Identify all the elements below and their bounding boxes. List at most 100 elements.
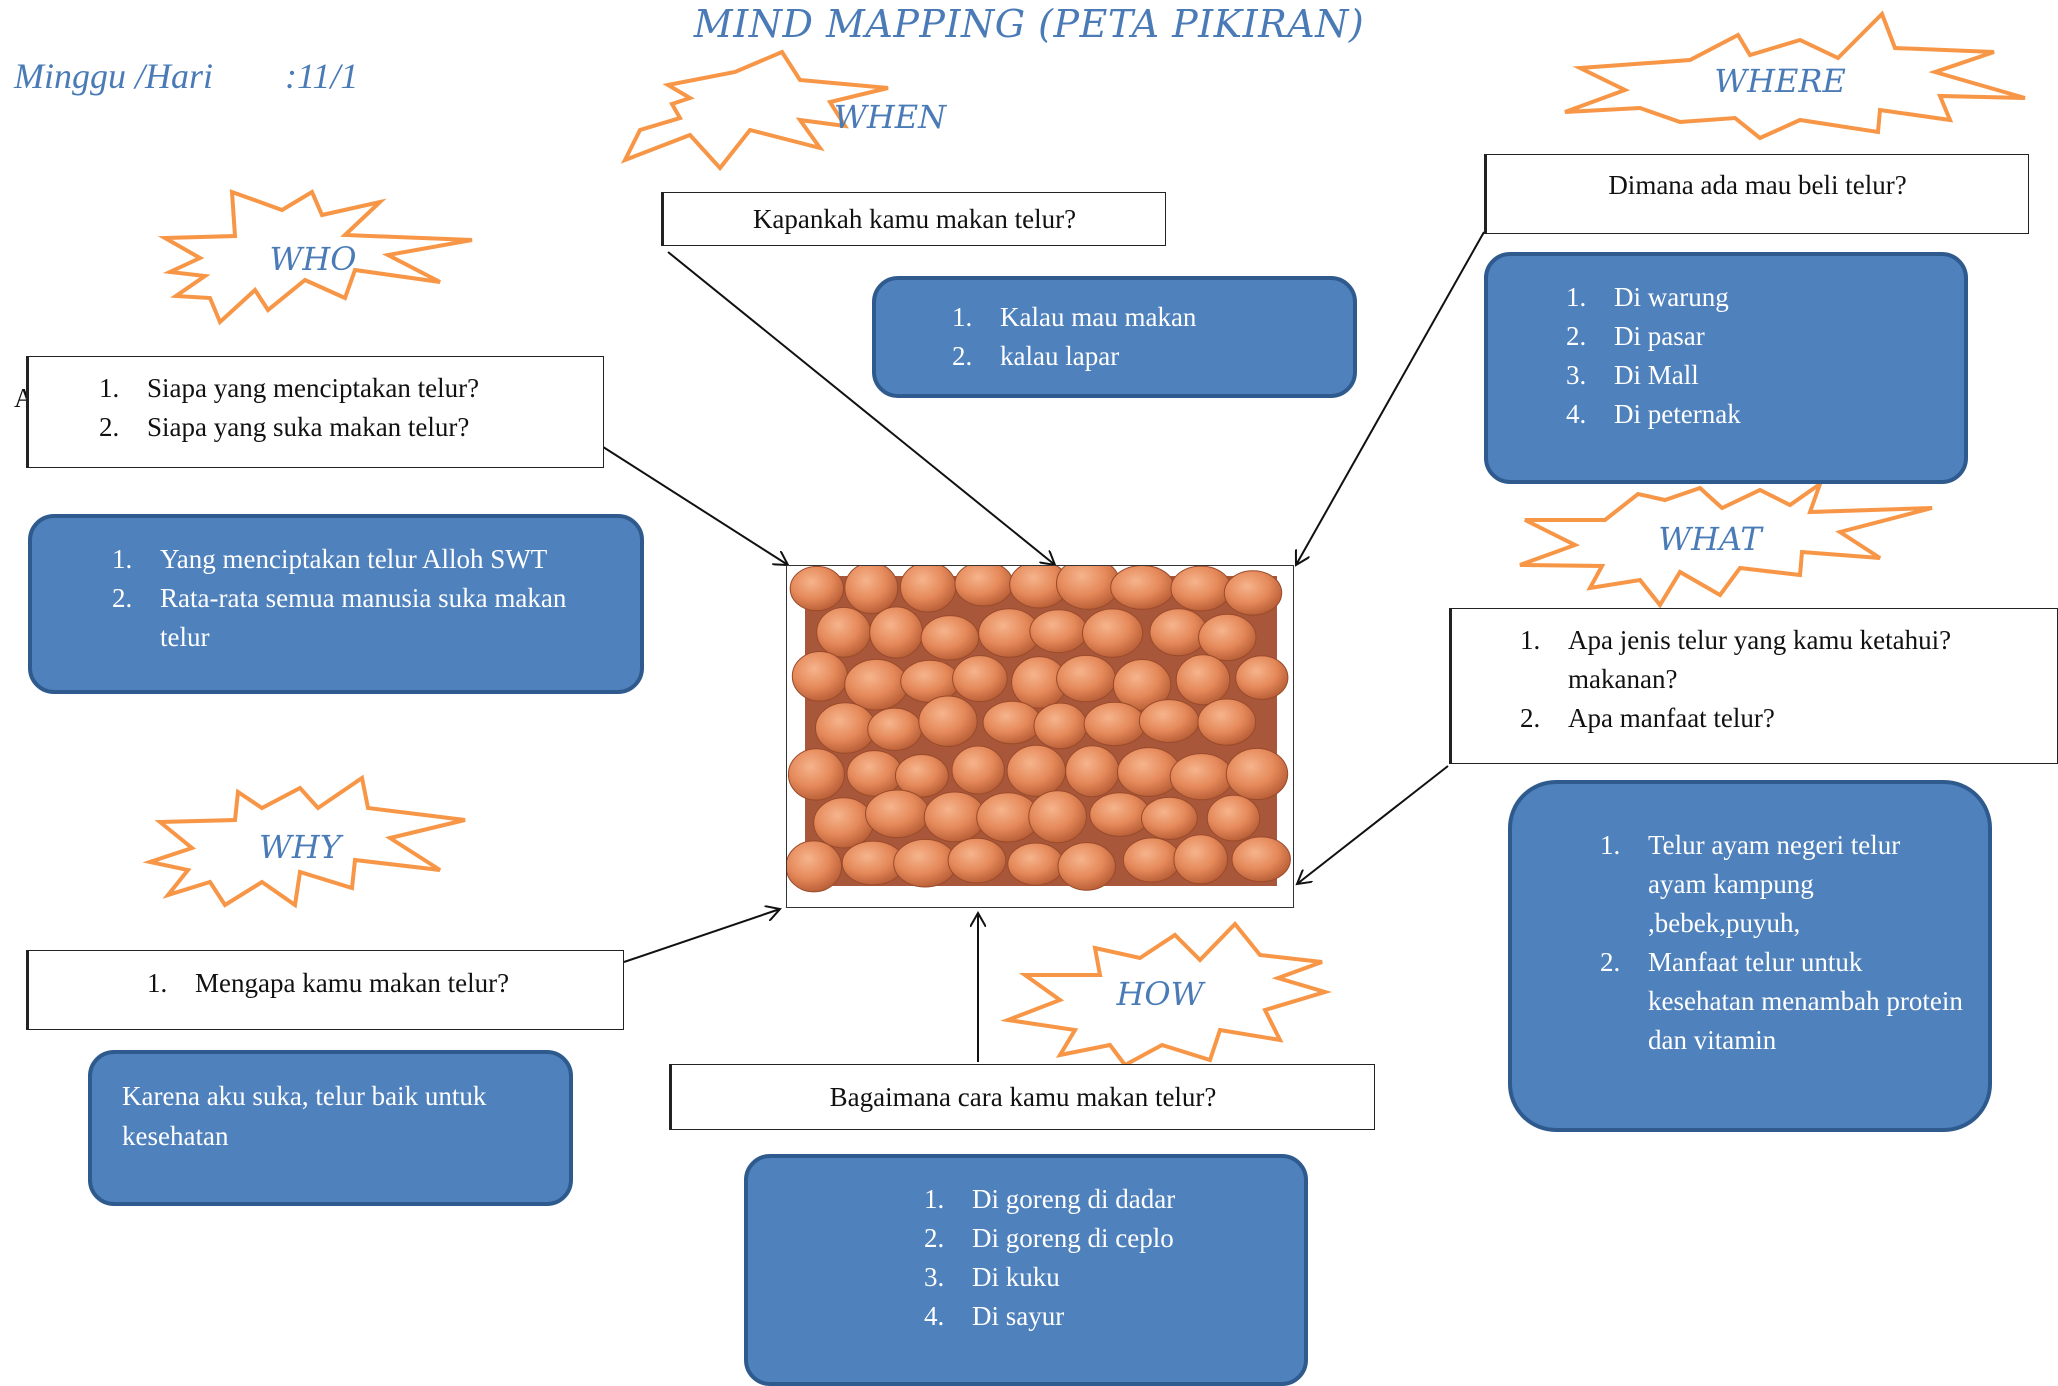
who-question-box: 1.Siapa yang menciptakan telur? 2.Siapa … [26,356,604,468]
what-question-box: 1.Apa jenis telur yang kamu ketahui? mak… [1449,608,2058,764]
why-label: WHY [259,828,341,866]
list-item: 1.Apa jenis telur yang kamu ketahui? mak… [1520,625,1952,694]
egg [1170,565,1232,612]
egg [923,791,986,843]
list-item: 1.Yang menciptakan telur Alloh SWT [112,544,548,574]
egg [1175,654,1231,706]
list-item: 4.Di peternak [1566,399,1741,429]
arrow-what [1297,765,1449,884]
how-answer-box: 1.Di goreng di dadar 2.Di goreng di cepl… [744,1154,1308,1386]
egg [785,840,843,893]
egg [867,707,923,752]
eggs-photo [785,557,1291,893]
burst-why [142,774,466,909]
egg [954,561,1014,607]
who-label: WHO [269,240,357,278]
arrow-who [599,444,788,565]
list-item: 1.Mengapa kamu makan telur? [147,968,510,998]
burst-what [1519,478,1933,609]
egg [1173,834,1229,885]
egg [816,606,871,658]
list-item: 1.Telur ayam negeri telur ayam kampung ,… [1600,830,1901,938]
how-question-box: Bagaimana cara kamu makan telur? [669,1064,1375,1130]
why-answer: Karena aku suka, telur baik untuk keseha… [122,1081,487,1151]
egg [815,702,876,754]
how-label: HOW [1116,975,1204,1013]
egg [1149,608,1208,657]
list-item: 2.Di goreng di ceplo [924,1223,1174,1253]
egg [920,615,980,661]
egg [1028,790,1087,844]
list-item: 1.Kalau mau makan [952,302,1197,332]
list-item: 1.Di warung [1566,282,1729,312]
egg [844,562,899,614]
egg [1169,753,1234,801]
list-item: 2.Rata-rata semua manusia suka makan tel… [112,583,567,652]
egg [951,745,1005,795]
list-item: 4.Di sayur [924,1301,1065,1331]
egg [1235,655,1289,700]
list-item: 1.Siapa yang menciptakan telur? [99,373,480,403]
egg [1112,659,1172,711]
why-answer-box: Karena aku suka, telur baik untuk keseha… [88,1050,573,1206]
where-label: WHERE [1714,62,1846,100]
page-title: MIND MAPPING (PETA PIKIRAN) [693,2,1365,46]
egg [1033,702,1088,750]
egg [846,750,903,797]
egg [952,655,1008,703]
when-label: WHEN [833,98,947,136]
egg [1065,745,1120,798]
when-question-box: Kapankah kamu makan telur? [661,192,1166,246]
where-answer-box: 1.Di warung 2.Di pasar 3.Di Mall 4.Di pe… [1484,252,1968,484]
egg [1083,701,1146,747]
egg [1141,796,1198,840]
when-answer-box: 1.Kalau mau makan 2.kalau lapar [872,276,1357,398]
egg [1007,842,1065,886]
egg [865,789,930,839]
egg [893,838,958,888]
center-image-frame [785,557,1294,908]
what-label: WHAT [1658,520,1762,558]
burst-who [157,189,473,326]
list-item: 2.kalau lapar [952,341,1120,371]
egg [894,754,949,798]
egg [813,797,874,849]
list-item: 3.Di Mall [1566,360,1699,390]
egg [982,700,1042,745]
list-item: 2.Siapa yang suka makan telur? [99,412,470,442]
how-question: Bagaimana cara kamu makan telur? [829,1082,1217,1112]
egg [947,837,1007,884]
egg [1225,747,1289,801]
egg [1089,792,1151,837]
egg [787,748,845,801]
list-item: 2.Manfaat telur untuk kesehatan menambah… [1600,947,1963,1055]
when-question: Kapankah kamu makan telur? [752,204,1077,234]
burst-where [1564,10,2026,141]
egg [1029,609,1088,654]
list-item: 3.Di kuku [924,1262,1060,1292]
egg [869,606,924,659]
why-question-box: 1.Mengapa kamu makan telur? [26,950,624,1030]
egg [1006,744,1067,797]
egg [918,695,978,747]
egg [899,561,957,613]
egg [1110,565,1175,610]
burst-how [1000,920,1332,1068]
what-answer-box: 1.Telur ayam negeri telur ayam kampung ,… [1508,780,1992,1132]
egg [1206,794,1261,842]
egg [1138,699,1200,743]
arrow-why [623,909,780,963]
egg [791,651,849,702]
arrow-where [1296,231,1485,565]
egg [1223,570,1283,616]
who-answer-box: 1.Yang menciptakan telur Alloh SWT 2.Rat… [28,514,644,694]
egg [1056,654,1117,703]
list-item: 2.Apa manfaat telur? [1520,703,1775,733]
egg [1082,608,1144,658]
egg [1122,837,1181,883]
egg [844,658,909,711]
egg [789,565,845,612]
egg [1198,613,1257,662]
egg [1057,842,1116,891]
